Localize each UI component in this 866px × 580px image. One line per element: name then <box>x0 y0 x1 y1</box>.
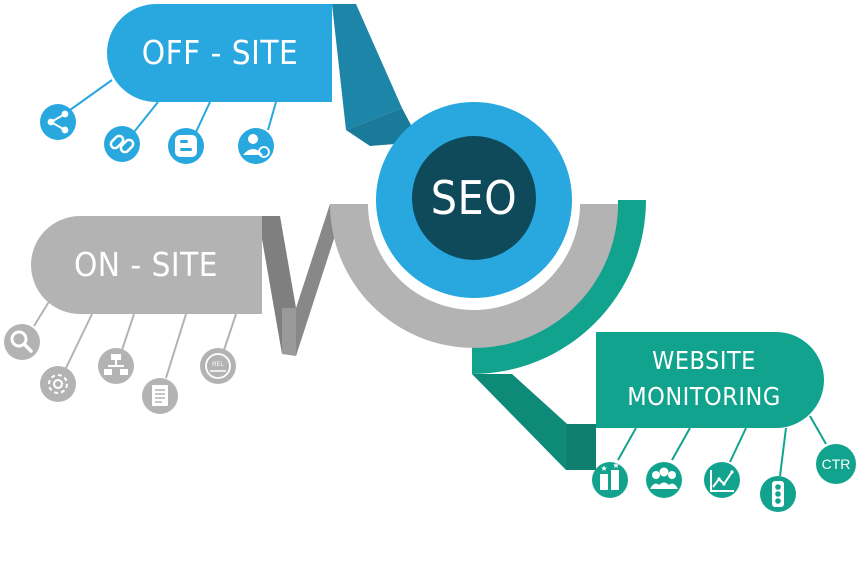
line-chart-icon <box>704 462 740 498</box>
off-site-pill <box>107 4 332 102</box>
share-icon <box>40 104 76 140</box>
monitoring-connectors <box>617 415 827 477</box>
monitoring-branch: ★ ★ <box>472 200 856 512</box>
on-site-ribbon-mid <box>282 308 296 356</box>
monitoring-pill <box>596 332 824 428</box>
monitoring-label-line1: WEBSITE <box>652 346 756 375</box>
svg-text:★: ★ <box>612 461 619 470</box>
svg-text:★: ★ <box>600 464 607 473</box>
blogger-icon <box>168 128 204 164</box>
on-site-connectors <box>33 299 237 379</box>
seo-gray-ring <box>330 204 618 348</box>
off-site-ribbon <box>332 4 402 130</box>
seo-center <box>330 102 618 348</box>
document-icon <box>142 378 178 414</box>
on-site-label: ON - SITE <box>73 245 219 284</box>
on-site-pill <box>31 216 262 314</box>
link-icon <box>104 126 140 162</box>
off-site-label: OFF - SITE <box>141 33 299 72</box>
on-site-branch: REL <box>4 204 342 414</box>
seo-core <box>412 136 536 260</box>
ctr-label: CTR <box>821 456 851 472</box>
monitoring-ribbon-fold <box>566 424 596 470</box>
html-tag-icon: REL <box>200 348 236 384</box>
off-site-connectors <box>69 79 277 133</box>
svg-text:REL: REL <box>212 362 224 368</box>
ctr-icon <box>816 444 856 484</box>
ranking-icon: ★ ★ <box>592 461 628 498</box>
gear-refresh-icon <box>40 366 76 402</box>
sitemap-icon <box>98 348 134 384</box>
monitoring-arc <box>472 200 646 374</box>
traffic-light-icon <box>760 476 796 512</box>
search-icon <box>4 324 40 360</box>
off-site-branch <box>40 4 420 164</box>
users-group-icon <box>646 462 682 498</box>
monitoring-ribbon <box>472 374 576 470</box>
on-site-ribbon-right <box>296 204 342 356</box>
seo-label: SEO <box>430 171 518 225</box>
monitoring-label-line2: MONITORING <box>627 382 781 411</box>
user-sync-icon <box>238 128 274 164</box>
